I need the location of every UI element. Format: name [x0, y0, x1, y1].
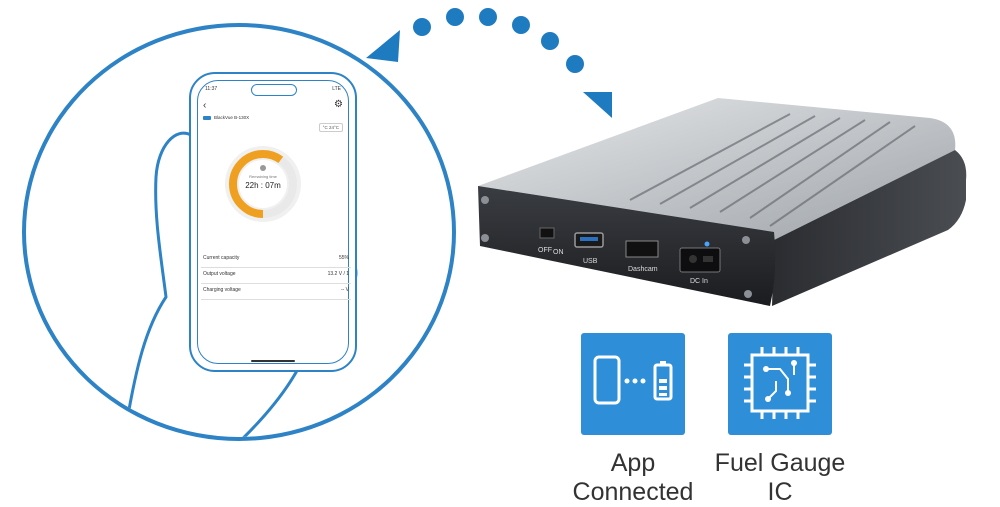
phone-screen [197, 80, 349, 364]
connection-dot [566, 55, 584, 73]
battery-ring-arc [229, 150, 297, 218]
home-indicator [251, 360, 295, 362]
spec-value: 55% [338, 255, 349, 261]
caption-line: App [610, 449, 656, 477]
spec-label: Current capacity [203, 255, 240, 261]
info-dot-icon [260, 165, 266, 171]
ring-label: Remaining time [249, 174, 277, 179]
back-chevron-icon[interactable]: ‹ [203, 100, 207, 111]
connection-dot [541, 32, 559, 50]
usb-label: USB [583, 258, 598, 265]
temperature-badge: °C 24°C [318, 123, 343, 132]
spec-value: -- V [340, 287, 349, 293]
fuel-gauge-caption: Fuel Gauge IC [700, 449, 860, 507]
chip-circuit-icon [744, 347, 816, 419]
status-time: 11:37 [205, 86, 218, 92]
dynamic-island [251, 84, 297, 96]
spec-value: 13.2 V / 1 [327, 271, 349, 277]
status-signal: LTE [332, 86, 341, 92]
battery-ring: Remaining time 22h : 07m [223, 144, 303, 224]
connection-dot [413, 18, 431, 36]
spec-row: Current capacity 55% [201, 252, 351, 268]
device-badge-icon [203, 115, 211, 120]
hand-circle: 11:37 LTE ‹ ⚙ BlackVue B-130X °C 24°C Re… [22, 23, 456, 441]
caption-line: Connected [572, 478, 694, 506]
caption-line: IC [767, 478, 793, 506]
spec-row: Output voltage 13.2 V / 1 [201, 268, 351, 284]
gear-icon[interactable]: ⚙ [334, 99, 343, 110]
app-connected-box [581, 333, 685, 435]
spec-row: Charging voltage -- V [201, 284, 351, 300]
connection-dot [512, 16, 530, 34]
connection-dot [446, 8, 464, 26]
caption-line: Fuel Gauge [714, 449, 846, 477]
dcin-label: DC In [690, 278, 708, 285]
spec-label: Output voltage [203, 271, 236, 277]
remaining-time: 22h : 07m [245, 181, 281, 190]
switch-on-label: ON [553, 249, 564, 256]
switch-off-label: OFF [538, 247, 552, 254]
spec-label: Charging voltage [203, 287, 241, 293]
fuel-gauge-box [728, 333, 832, 435]
phone-battery-link-icon [593, 355, 673, 405]
phone: 11:37 LTE ‹ ⚙ BlackVue B-130X °C 24°C Re… [189, 72, 357, 372]
app-connected-caption: App Connected [556, 449, 710, 507]
spec-list: Current capacity 55% Output voltage 13.2… [201, 252, 351, 300]
device-row: BlackVue B-130X [203, 115, 249, 120]
dashcam-label: Dashcam [628, 266, 658, 273]
connection-dot [479, 8, 497, 26]
device-name: BlackVue B-130X [214, 115, 250, 120]
